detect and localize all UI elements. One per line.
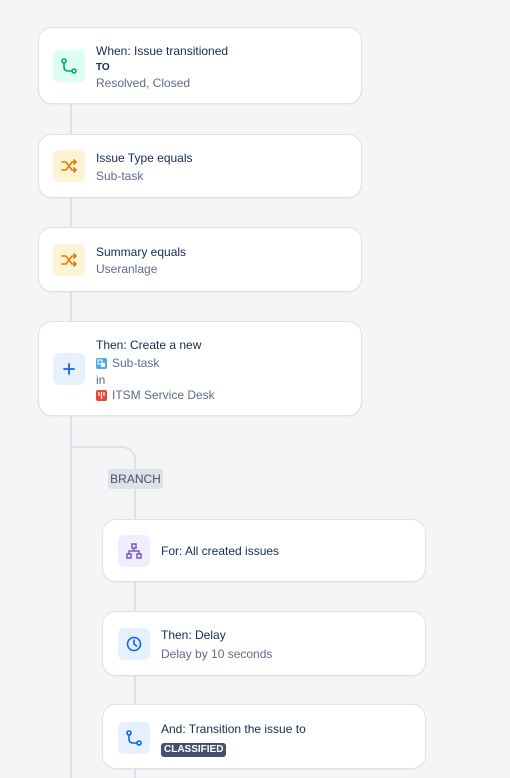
flow-transition-icon xyxy=(118,722,150,754)
delay-value: Delay by 10 seconds xyxy=(161,647,273,661)
main-connector xyxy=(70,104,72,778)
hierarchy-icon xyxy=(118,535,150,567)
condition-1-value: Sub-task xyxy=(96,169,144,183)
condition-summary-card[interactable]: Summary equals Useranlage xyxy=(38,227,362,292)
delay-title: Then: Delay xyxy=(161,628,226,642)
status-badge: CLASSIFIED xyxy=(161,743,227,757)
condition-1-title: Issue Type equals xyxy=(96,151,193,165)
trigger-states: Resolved, Closed xyxy=(96,76,191,90)
delay-card[interactable]: Then: Delay Delay by 10 seconds xyxy=(102,611,426,676)
plus-icon xyxy=(53,353,85,385)
trigger-title: When: Issue transitioned xyxy=(96,44,229,58)
create-issue-type-label: Sub-task xyxy=(112,356,160,370)
flow-transition-icon xyxy=(53,50,85,82)
branch-for-card[interactable]: For: All created issues xyxy=(102,519,426,582)
condition-2-title: Summary equals xyxy=(96,245,187,259)
trigger-card[interactable]: When: Issue transitioned TO Resolved, Cl… xyxy=(38,27,362,104)
create-project: ITSM Service Desk xyxy=(96,387,215,403)
create-issue-type: Sub-task xyxy=(96,355,159,371)
shuffle-icon xyxy=(53,244,85,276)
create-issue-card[interactable]: Then: Create a new Sub-task in ITSM Serv… xyxy=(38,321,362,416)
condition-2-value: Useranlage xyxy=(96,262,158,276)
subtask-icon xyxy=(96,357,107,369)
shuffle-icon xyxy=(53,150,85,182)
create-in-label: in xyxy=(96,373,106,387)
create-title: Then: Create a new xyxy=(96,338,202,352)
trigger-to-label: TO xyxy=(96,62,110,73)
condition-issue-type-card[interactable]: Issue Type equals Sub-task xyxy=(38,134,362,198)
branch-label: BRANCH xyxy=(108,469,163,489)
branch-for-title: For: All created issues xyxy=(161,544,280,558)
branch-connector-curve xyxy=(70,446,136,486)
project-avatar-icon xyxy=(96,389,107,401)
transition-card[interactable]: And: Transition the issue to CLASSIFIED xyxy=(102,704,426,769)
create-project-label: ITSM Service Desk xyxy=(112,388,215,402)
transition-status: CLASSIFIED xyxy=(161,740,227,757)
clock-icon xyxy=(118,628,150,660)
transition-title: And: Transition the issue to xyxy=(161,722,306,736)
